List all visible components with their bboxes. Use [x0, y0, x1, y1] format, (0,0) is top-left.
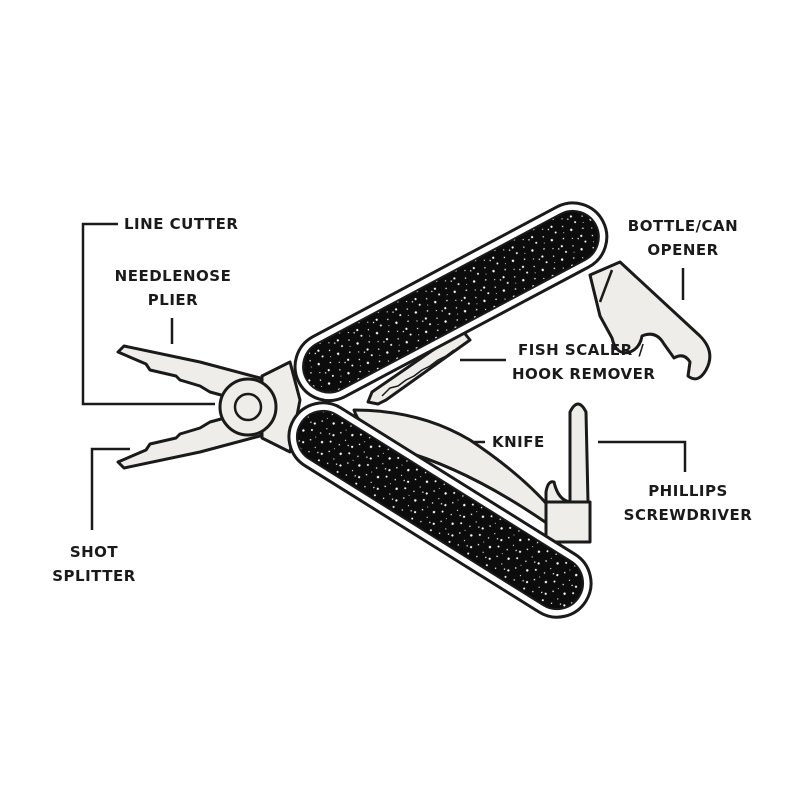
leader-line-cutter — [81, 222, 215, 406]
label-bottle-can-opener: BOTTLE/CAN OPENER — [618, 214, 748, 262]
label-line-cutter: LINE CUTTER — [124, 212, 238, 236]
leader-phillips — [598, 440, 687, 472]
lower-handle — [287, 401, 593, 619]
label-bottle-opener-line2: OPENER — [647, 241, 719, 259]
label-fish-scaler-line2: HOOK REMOVER — [512, 365, 656, 383]
label-fish-scaler-line1: FISH SCALER / — [518, 341, 645, 359]
label-knife: KNIFE — [492, 430, 545, 454]
label-line-cutter-text: LINE CUTTER — [124, 215, 239, 233]
label-bottle-opener-line1: BOTTLE/CAN — [627, 217, 739, 235]
label-shot-splitter-line2: SPLITTER — [52, 567, 136, 585]
label-needlenose-line2: PLIER — [147, 291, 199, 309]
label-shot-splitter: SHOT SPLITTER — [44, 540, 144, 588]
label-fish-scaler: FISH SCALER / HOOK REMOVER — [512, 338, 655, 386]
label-knife-text: KNIFE — [492, 433, 545, 451]
phillips-screwdriver-blade — [568, 402, 590, 504]
upper-handle — [293, 201, 609, 403]
label-phillips-line2: SCREWDRIVER — [623, 506, 753, 524]
leader-shot-splitter — [90, 447, 130, 530]
pivot-bolt — [233, 392, 263, 422]
label-needlenose-line1: NEEDLENOSE — [114, 267, 232, 285]
label-shot-splitter-line1: SHOT — [69, 543, 119, 561]
label-phillips-screwdriver: PHILLIPS SCREWDRIVER — [618, 479, 758, 527]
label-needlenose-plier: NEEDLENOSE PLIER — [108, 264, 238, 312]
bottle-opener-blade — [588, 260, 712, 381]
label-phillips-line1: PHILLIPS — [648, 482, 728, 500]
